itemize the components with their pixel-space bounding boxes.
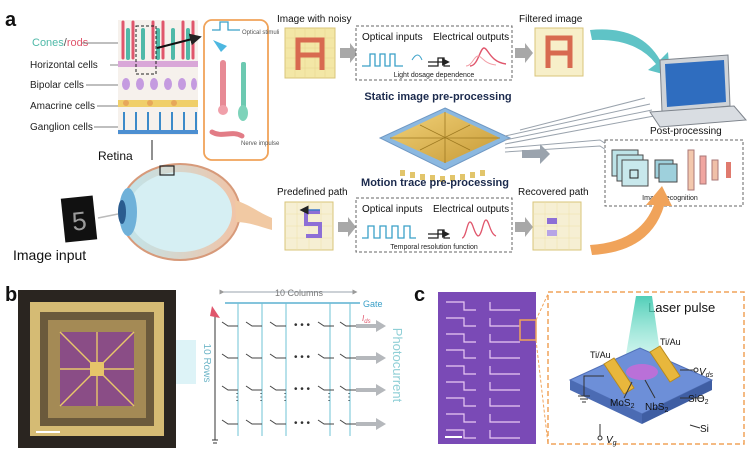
motion-electrical-outputs: Electrical outputs (433, 204, 509, 215)
horizontal-cells-label: Horizontal cells (30, 60, 98, 71)
image-recognition-label: Image recognition (642, 195, 698, 202)
svg-text:• • •: • • • (294, 352, 311, 363)
light-dosage-label: Light dosage dependence (394, 72, 475, 79)
svg-text:⋮: ⋮ (256, 392, 266, 403)
ti-au-right: Ti/Au (660, 337, 681, 347)
motion-title: Motion trace pre-processing (361, 177, 509, 189)
static-title: Static image pre-processing (364, 91, 511, 103)
central-chip (378, 107, 512, 182)
predefined-path-label: Predefined path (277, 187, 348, 198)
mos2-label: MoS2 (610, 398, 635, 410)
predefined-path-tile (284, 201, 334, 251)
ids-label: Ids (362, 314, 371, 325)
bipolar-cells-label: Bipolar cells (30, 80, 84, 91)
device-micrograph (438, 292, 537, 444)
image-input-label: Image input (13, 247, 86, 263)
ti-au-left: Ti/Au (590, 350, 611, 360)
vds-label: Vds (699, 367, 714, 379)
eye-illustration (118, 163, 272, 261)
retina-layers (118, 20, 202, 135)
cones-rods-label: Cones/rods (32, 37, 89, 49)
si-label: Si (700, 424, 709, 435)
static-input-label: Image with noisy (277, 14, 351, 25)
chip-photo (18, 290, 196, 448)
laptop-icon (649, 54, 748, 128)
rods-label: rods (67, 37, 89, 49)
panel-letter-b: b (5, 284, 17, 306)
vg-label: Vg (606, 435, 617, 447)
panel-c: c Laser pulse (414, 284, 745, 447)
svg-text:⋮: ⋮ (232, 392, 242, 403)
svg-text:• • •: • • • (294, 418, 311, 429)
neuron-callout: Optical stimuli Nerve impulse (203, 19, 280, 161)
recovered-path-label: Recovered path (518, 187, 589, 198)
motion-optical-inputs: Optical inputs (362, 204, 423, 215)
static-optical-inputs: Optical inputs (362, 32, 423, 43)
seven-seg-digit: 5 (70, 205, 88, 236)
svg-text:⋮: ⋮ (280, 392, 290, 403)
crossbar-circuit: 10 Columns Gate Ids • • •• • •• • •• (210, 288, 405, 444)
ids-i: I (362, 314, 365, 323)
static-processing-box: Optical inputs Electrical outputs Light … (355, 25, 513, 81)
retina-leader-lines (82, 42, 120, 128)
filtered-image-tile (534, 27, 584, 77)
image-recognition-box: Image recognition (604, 139, 744, 207)
svg-text:• • •: • • • (294, 384, 311, 395)
svg-text:⋮: ⋮ (324, 392, 334, 403)
recovered-path-tile (532, 201, 582, 251)
laser-pulse-label: Laser pulse (648, 300, 715, 315)
panel-b: b 10 Rows 10 Columns Gate Ids (5, 284, 405, 448)
cones-label: Cones (32, 37, 64, 49)
ids-sub: ds (364, 319, 370, 325)
svg-text:⋮: ⋮ (344, 392, 354, 403)
ganglion-cells-label: Ganglion cells (30, 122, 93, 133)
panel-a: a Cones/rods Horizontal cells Bipolar ce… (5, 9, 748, 263)
chip-to-laptop-wires (504, 97, 655, 157)
amacrine-cells-label: Amacrine cells (30, 101, 95, 112)
filtered-image-label: Filtered image (519, 14, 583, 25)
retina-label: Retina (98, 149, 133, 163)
nerve-impulse-label: Nerve impulse (241, 141, 280, 147)
temporal-resolution-label: Temporal resolution function (390, 244, 478, 251)
svg-text:• • •: • • • (294, 320, 311, 331)
nbs2-label: NbS2 (645, 402, 668, 414)
panel-letter-c: c (414, 284, 425, 306)
noisy-image-tile (284, 27, 336, 79)
gate-label: Gate (363, 299, 383, 309)
columns-label: 10 Columns (275, 288, 324, 298)
static-electrical-outputs: Electrical outputs (433, 32, 509, 43)
photocurrent-label: Photocurrent (390, 328, 405, 403)
rows-label: 10 Rows (201, 344, 212, 383)
panel-letter-a: a (5, 9, 17, 31)
device-schematic: Laser pulse Ti/Au Ti/Au Vds MoS2 NbS2 Si… (547, 291, 745, 447)
image-input-display: 5 (60, 195, 119, 243)
motion-processing-box: Optical inputs Electrical outputs Tempor… (355, 197, 513, 253)
optical-stimuli-label: Optical stimuli (242, 30, 279, 36)
post-processing-label: Post-processing (650, 126, 722, 137)
sio2-label: SiO2 (688, 394, 709, 406)
cones-rods-slash: / (64, 37, 68, 49)
